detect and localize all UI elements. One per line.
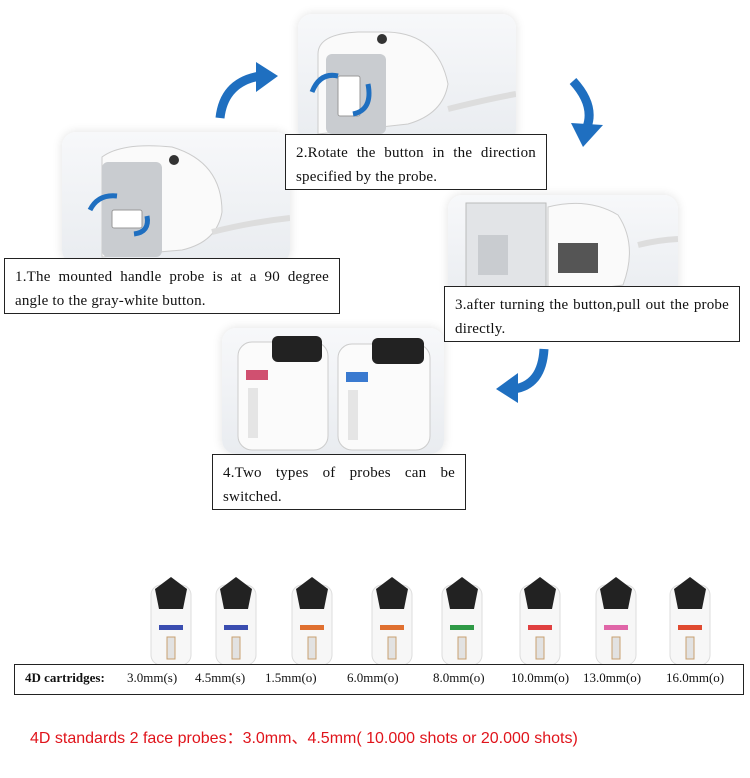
cartridge-image: [516, 575, 564, 666]
cartridge-image: [212, 575, 260, 666]
step1-image: [62, 132, 290, 264]
step4-caption: 4.Two types of probes can be switched.: [212, 454, 466, 510]
cartridge-table: 4D cartridges: 3.0mm(s) 4.5mm(s) 1.5mm(o…: [14, 664, 744, 695]
cartridge-image: [147, 575, 195, 666]
cartridge-image: [666, 575, 714, 666]
cartridge-image: [592, 575, 640, 666]
cartridge-size: 13.0mm(o): [583, 670, 642, 685]
cartridge-title: 4D cartridges:: [25, 670, 105, 685]
cartridge-image: [368, 575, 416, 666]
step2-image: [298, 14, 516, 144]
handpiece-illustration: [87, 145, 290, 258]
cartridge-size: 3.0mm(s): [127, 670, 178, 685]
step1-caption: 1.The mounted handle probe is at a 90 de…: [4, 258, 340, 314]
cartridge-size: 6.0mm(o): [347, 670, 399, 685]
handpiece-illustration: [465, 202, 678, 304]
cartridge-image: [288, 575, 336, 666]
footer-note: 4D standards 2 face probes：3.0mm、4.5mm( …: [30, 730, 578, 747]
cartridge-size: 10.0mm(o): [511, 670, 570, 685]
cartridge-size: 16.0mm(o): [666, 670, 725, 685]
step2-caption: 2.Rotate the button in the direction spe…: [285, 134, 547, 190]
cartridge-size: 1.5mm(o): [265, 670, 317, 685]
handpiece-illustration: [309, 31, 516, 135]
cartridge-image: [438, 575, 486, 666]
step4-image: [222, 328, 444, 454]
arrow-step2-to-3-icon: [569, 77, 603, 147]
probes-illustration: [237, 336, 431, 451]
arrow-step3-to-4-icon: [496, 348, 549, 403]
arrow-step1-to-2-icon: [215, 62, 278, 119]
cartridge-size: 8.0mm(o): [433, 670, 485, 685]
step3-caption: 3.after turning the button,pull out the …: [444, 286, 740, 342]
cartridge-size: 4.5mm(s): [195, 670, 246, 685]
